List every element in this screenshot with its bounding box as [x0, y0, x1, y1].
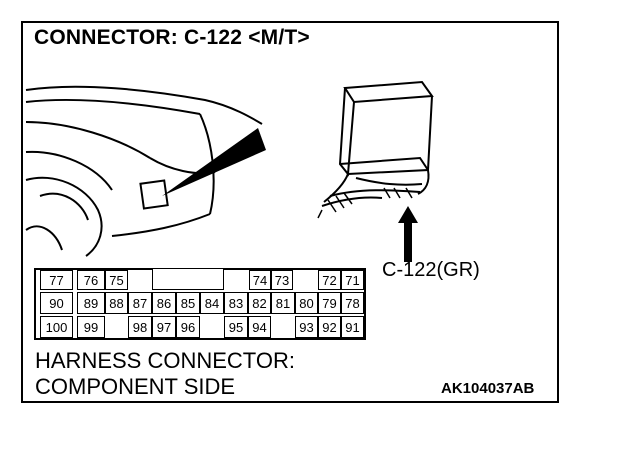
- pin: 80: [295, 292, 318, 314]
- figure-code: AK104037AB: [441, 380, 535, 397]
- pin: 74: [249, 270, 271, 290]
- pin: 92: [318, 316, 341, 338]
- pin: 90: [40, 292, 73, 314]
- pointer-beam: [162, 128, 266, 196]
- pin: 79: [318, 292, 341, 314]
- pin: 75: [105, 270, 128, 290]
- pin: 98: [128, 316, 152, 338]
- pin: 96: [176, 316, 200, 338]
- pin: 84: [200, 292, 224, 314]
- pin: 81: [271, 292, 295, 314]
- pin: 76: [77, 270, 105, 290]
- pin: 85: [176, 292, 200, 314]
- dashboard-illustration: [25, 85, 263, 257]
- pin: 100: [40, 316, 73, 338]
- pin: 78: [341, 292, 364, 314]
- pin: 88: [105, 292, 128, 314]
- pin: 93: [295, 316, 318, 338]
- connector-arrow: [398, 206, 418, 262]
- pin: 95: [224, 316, 248, 338]
- caption-line-1: HARNESS CONNECTOR:: [35, 348, 295, 373]
- pin: 99: [77, 316, 105, 338]
- pin: 73: [271, 270, 293, 290]
- pin: 89: [77, 292, 105, 314]
- pin: 83: [224, 292, 248, 314]
- pin: 94: [248, 316, 271, 338]
- diagram-title: CONNECTOR: C-122 <M/T>: [34, 26, 310, 49]
- connector-wires: [317, 187, 413, 219]
- pin: 97: [152, 316, 176, 338]
- caption-line-2: COMPONENT SIDE: [35, 374, 236, 399]
- pin: 82: [248, 292, 271, 314]
- pin: 77: [40, 270, 73, 290]
- empty-slot: [152, 268, 224, 290]
- connector-location-marker: [139, 179, 169, 210]
- pin: 91: [341, 316, 364, 338]
- connector-component-drawing: [321, 80, 434, 207]
- diagram-frame: [21, 21, 559, 403]
- pin: 71: [341, 270, 364, 290]
- pin: 86: [152, 292, 176, 314]
- pin: 87: [128, 292, 152, 314]
- pin: 72: [318, 270, 341, 290]
- connector-label: C-122(GR): [382, 259, 480, 281]
